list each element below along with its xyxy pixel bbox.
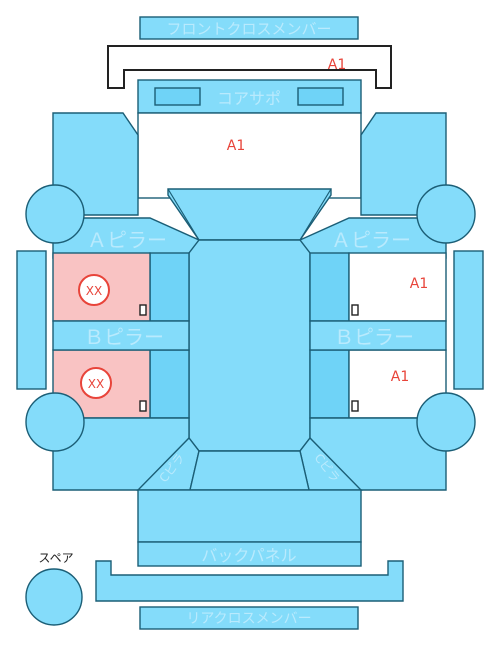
right-front-tire[interactable]	[416, 184, 476, 244]
left-front-tire[interactable]	[25, 184, 85, 244]
left-b-pillar[interactable]	[52, 320, 190, 351]
left-front-door-handle	[139, 304, 147, 316]
right-front-door[interactable]	[348, 252, 447, 322]
windshield-right-edge	[299, 188, 332, 241]
left-a-pillar-label: Ａピラー	[87, 228, 167, 252]
left-b-pillar-label: Ｂピラー	[84, 325, 164, 349]
hood-mark: A1	[227, 138, 245, 154]
trunk-lid[interactable]	[137, 489, 362, 543]
right-front-door-frame[interactable]	[309, 252, 350, 322]
back-panel[interactable]	[137, 541, 362, 567]
left-front-door-frame[interactable]	[149, 252, 190, 322]
spare-label: スペア	[38, 551, 73, 565]
front-bumper-outline[interactable]	[107, 45, 392, 89]
front-cross-member-label: フロントクロスメンバー	[166, 20, 331, 38]
right-front-fender[interactable]	[360, 112, 447, 216]
front-cross-member-panel[interactable]	[139, 16, 359, 40]
windshield[interactable]	[167, 188, 332, 241]
front-cross-member-mark: A1	[328, 57, 346, 73]
right-rear-door-frame[interactable]	[309, 349, 350, 419]
core-support-left-slot	[154, 87, 201, 106]
windshield-left-edge	[167, 188, 200, 241]
right-front-door-handle	[351, 304, 359, 316]
core-support-label: コアサポ	[217, 89, 281, 108]
left-front-door-mark-circle	[78, 274, 110, 306]
left-front-door-mark: XX	[86, 284, 102, 298]
right-rear-door-mark: A1	[391, 369, 409, 385]
rear-window[interactable]	[189, 450, 310, 491]
right-b-pillar-label: Ｂピラー	[334, 325, 414, 349]
rear-bumper[interactable]	[95, 560, 404, 602]
roof-panel[interactable]	[188, 239, 311, 452]
right-rear-door-handle	[351, 400, 359, 412]
left-side-sill[interactable]	[16, 250, 47, 390]
right-b-pillar[interactable]	[309, 320, 447, 351]
left-rear-door-mark-circle	[80, 367, 112, 399]
right-front-door-mark: A1	[410, 276, 428, 292]
right-a-pillar-label: Ａピラー	[331, 228, 411, 252]
hood-panel[interactable]	[137, 112, 362, 199]
spare-tire[interactable]	[25, 568, 83, 626]
right-rear-tire[interactable]	[416, 392, 476, 452]
rear-cross-member-label: リアクロスメンバー	[186, 611, 311, 627]
left-rear-door-handle	[139, 400, 147, 412]
back-panel-label: バックパネル	[201, 546, 296, 565]
left-rear-door-frame[interactable]	[149, 349, 190, 419]
left-rear-tire[interactable]	[25, 392, 85, 452]
rear-cross-member-panel[interactable]	[139, 606, 359, 630]
core-support-right-slot	[297, 87, 344, 106]
left-rear-door-mark: XX	[88, 377, 104, 391]
right-side-sill[interactable]	[453, 250, 484, 390]
